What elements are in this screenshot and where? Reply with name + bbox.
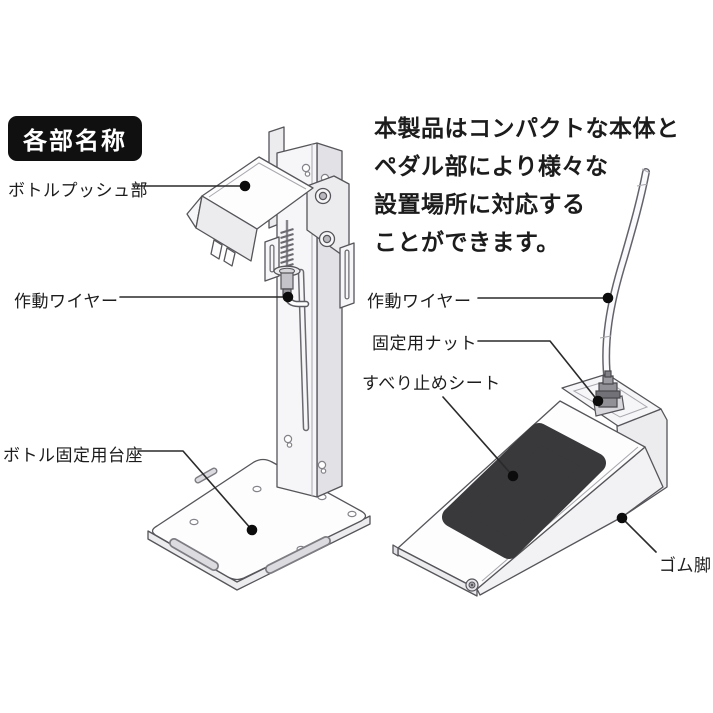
foot-pedal-diagram bbox=[392, 168, 668, 597]
label-bottle-push-part: ボトルプッシュ部 bbox=[8, 181, 148, 200]
bottle-stand-diagram bbox=[147, 126, 371, 591]
anti-slip-pad bbox=[442, 423, 606, 559]
label-operation-wire-left: 作動ワイヤー bbox=[14, 292, 119, 311]
description-text: 本製品はコンパクトな本体と ペダル部により様々な 設置場所に対応する ことができ… bbox=[374, 109, 680, 261]
fixing-nut bbox=[593, 370, 625, 417]
label-operation-wire-right: 作動ワイヤー bbox=[367, 292, 472, 311]
push-spring-mechanism bbox=[273, 220, 310, 308]
label-fixing-nut: 固定用ナット bbox=[372, 334, 477, 353]
label-rubber-foot: ゴム脚 bbox=[659, 556, 712, 575]
callout-leader-lines bbox=[119, 185, 657, 553]
callout-dots bbox=[239, 180, 628, 536]
bottle-push-plate bbox=[186, 156, 314, 267]
label-anti-slip-sheet: すべり止めシート bbox=[362, 374, 501, 393]
description-line: 設置場所に対応する bbox=[374, 191, 586, 217]
section-title-badge: 各部名称 bbox=[8, 116, 142, 161]
description-line: ペダル部により様々な bbox=[374, 153, 609, 179]
operation-wire bbox=[599, 168, 651, 394]
mount-bracket bbox=[264, 175, 355, 309]
pedal-hinge-pin bbox=[465, 578, 479, 592]
label-bottle-fixing-base: ボトル固定用台座 bbox=[3, 446, 143, 465]
description-line: ことができます。 bbox=[374, 229, 560, 255]
description-line: 本製品はコンパクトな本体と bbox=[374, 115, 680, 141]
